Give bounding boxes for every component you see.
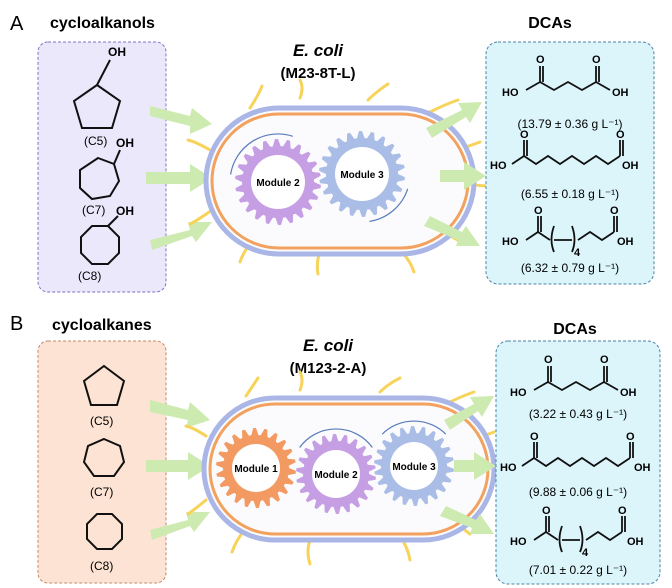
substrate-label-c8: (C8): [78, 269, 101, 283]
titer-b-c8: (7.01 ± 0.22 g L⁻¹): [529, 563, 627, 577]
titer-b-c5: (3.22 ± 0.43 g L⁻¹): [529, 407, 627, 421]
panel-a-products-title: DCAs: [528, 15, 572, 32]
gear-module-3-label: Module 3: [392, 462, 436, 473]
output-arrows-b: [440, 396, 496, 534]
oh-label: OH: [620, 387, 637, 399]
gear-module-2-label: Module 2: [314, 470, 358, 481]
gear-module-2-label: Module 2: [256, 178, 300, 189]
ho-label: HO: [510, 387, 527, 399]
glutaric-acid-structure: [525, 66, 611, 92]
gear-module-2: Module 2: [235, 139, 321, 225]
oh-label: OH: [116, 204, 134, 218]
panel-b-products-title: DCAs: [553, 321, 597, 338]
gear-module-3-label: Module 3: [340, 170, 384, 181]
panel-a-letter: A: [10, 13, 24, 35]
oh-label: OH: [627, 536, 644, 548]
substrate-label-c5: (C5): [90, 414, 113, 428]
cycloheptane-structure: [82, 437, 126, 477]
carbonyl-o: O: [616, 129, 625, 141]
oh-label: OH: [622, 160, 639, 172]
titer-a-c8: (6.32 ± 0.79 g L⁻¹): [521, 261, 619, 275]
substrate-label-c8: (C8): [90, 559, 113, 573]
pimelic-acid-structure: [521, 442, 634, 468]
panel-b-substrate-box: [37, 340, 167, 584]
gears-b: Module 1 Module 2 Module 3: [216, 420, 454, 514]
rotation-arrow: [381, 420, 447, 435]
panel-a-substrate-box: [37, 41, 167, 293]
panel-b-substrate-title: cycloalkanes: [52, 317, 152, 334]
oh-label: OH: [116, 136, 134, 150]
substrate-label-c7: (C7): [90, 485, 113, 499]
panel-a-strain: (M23-8T-L): [281, 65, 356, 82]
gear-module-1-hub: [232, 444, 280, 492]
ho-label: HO: [500, 462, 517, 474]
carbonyl-o: O: [536, 54, 545, 66]
glutaric-acid-structure: [533, 366, 619, 392]
gear-module-3-hub: [390, 442, 438, 490]
gear-module-3-hub: [335, 147, 389, 201]
carbonyl-o: O: [534, 205, 543, 217]
panel-b-letter: B: [10, 313, 23, 335]
oh-label: OH: [634, 462, 651, 474]
carbonyl-o: O: [592, 54, 601, 66]
titer-a-c7: (6.55 ± 0.18 g L⁻¹): [521, 187, 619, 201]
panel-b-organism: E. coli: [303, 336, 354, 355]
gear-module-1: Module 1: [216, 428, 296, 508]
gear-module-2: Module 2: [296, 434, 376, 514]
carbonyl-o: O: [520, 129, 529, 141]
cyclopentanol-structure: [72, 83, 122, 129]
oh-label: OH: [612, 87, 629, 99]
carbonyl-o: O: [542, 505, 551, 517]
input-arrows-b: [146, 400, 210, 540]
carbonyl-o: O: [530, 431, 539, 443]
panel-a-organism: E. coli: [293, 41, 344, 60]
dicarboxylic-acid-c8-structure: [525, 216, 618, 253]
gear-module-2-hub: [312, 450, 360, 498]
rotation-arrow: [299, 428, 373, 448]
carbonyl-o: O: [626, 431, 635, 443]
output-arrows-a: [424, 102, 486, 246]
panel-a-substrate-title: cycloalkanols: [50, 15, 155, 32]
cyclooctane-structure: [86, 513, 123, 550]
repeat-subscript: 4: [574, 247, 581, 259]
ho-label: HO: [490, 160, 507, 172]
gear-module-3: Module 3: [374, 426, 454, 506]
gear-module-3: Module 3: [319, 131, 405, 217]
dicarboxylic-acid-c8-structure: [533, 516, 626, 553]
carbonyl-o: O: [544, 354, 553, 366]
ho-label: HO: [510, 536, 527, 548]
titer-b-c7: (9.88 ± 0.06 g L⁻¹): [529, 485, 627, 499]
panel-b-products-box: [495, 340, 661, 585]
carbonyl-o: O: [600, 354, 609, 366]
carbonyl-o: O: [618, 505, 627, 517]
cyclooctanol-structure: [80, 225, 120, 265]
panel-a-products-box: [485, 41, 655, 285]
ho-label: HO: [502, 87, 519, 99]
repeat-subscript: 4: [582, 547, 589, 559]
input-arrows-a: [146, 106, 212, 250]
rotation-arrow: [369, 188, 409, 222]
substrate-label-c5: (C5): [84, 134, 107, 148]
titer-a-c5: (13.79 ± 0.36 g L⁻¹): [518, 117, 623, 131]
rotation-arrow: [230, 133, 293, 175]
cyclopentane-structure: [82, 364, 126, 406]
pimelic-acid-structure: [511, 140, 624, 166]
oh-label: OH: [617, 236, 634, 248]
panel-b-strain: (M123-2-A): [290, 360, 367, 377]
gears-a: Module 2 Module 3: [230, 131, 409, 225]
gear-module-1-label: Module 1: [234, 464, 278, 475]
substrate-label-c7: (C7): [82, 203, 105, 217]
gear-module-2-hub: [251, 155, 305, 209]
cycloheptanol-structure: [79, 156, 121, 201]
ho-label: HO: [502, 236, 519, 248]
carbonyl-o: O: [610, 205, 619, 217]
oh-label: OH: [108, 45, 126, 59]
